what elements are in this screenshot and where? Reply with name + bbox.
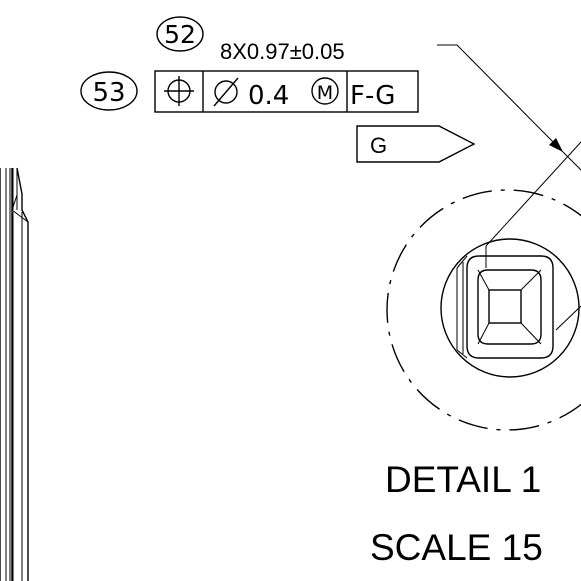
tolerance-value: 0.4 xyxy=(248,81,289,111)
mmc-modifier-icon: M xyxy=(311,77,339,105)
detail-title: DETAIL 1 xyxy=(385,459,541,500)
datum-reference: F-G xyxy=(350,81,395,111)
datum-flag-label: G xyxy=(370,133,387,158)
position-icon xyxy=(164,76,194,106)
balloon-52[interactable]: 52 xyxy=(156,16,204,52)
detail-boundary-circle xyxy=(386,189,581,431)
arrowhead-icon xyxy=(549,138,563,152)
leader-line xyxy=(437,44,581,171)
detail-view xyxy=(440,141,581,378)
datum-flag-g[interactable]: G xyxy=(356,125,476,163)
feature-control-frame[interactable]: 0.4 M F-G xyxy=(154,70,419,113)
balloon-53-label: 53 xyxy=(92,78,125,108)
modifier-letter: M xyxy=(317,82,333,104)
detail-scale: SCALE 15 xyxy=(370,527,543,568)
balloon-53[interactable]: 53 xyxy=(80,71,138,111)
balloon-52-label: 52 xyxy=(164,20,196,49)
diameter-icon xyxy=(213,77,239,107)
part-side-profile xyxy=(0,167,29,581)
dimension-note: 8X0.97±0.05 xyxy=(220,39,345,64)
